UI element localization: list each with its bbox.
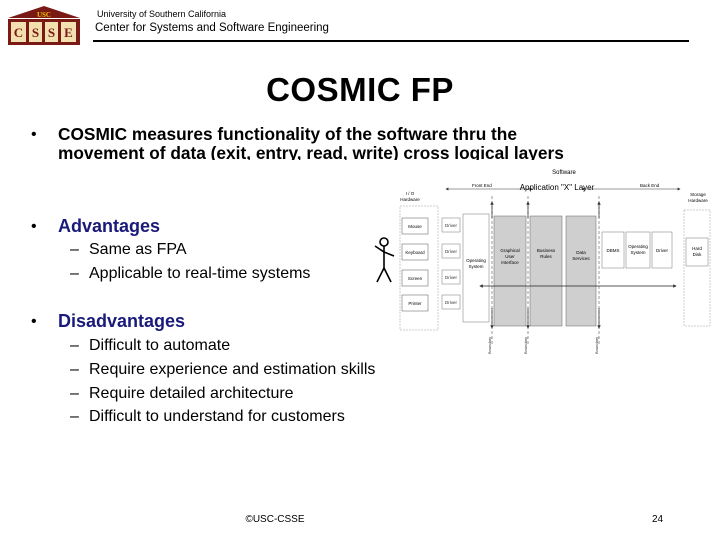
diagram-storage-label-2: Hardware xyxy=(688,198,708,203)
data-services-label-1: Data xyxy=(576,250,586,255)
header-divider xyxy=(93,40,689,42)
hard-disk-label-2: Disk xyxy=(693,252,702,257)
hard-disk-label-1: Hard xyxy=(692,246,702,251)
diagram-storage-label-1: Storage xyxy=(690,192,706,197)
gui-label-3: Interface xyxy=(501,260,519,265)
bullet-text-line1: COSMIC measures functionality of the sof… xyxy=(58,124,517,144)
slide-title: COSMIC FP xyxy=(266,71,454,108)
driver-label: Driver xyxy=(445,275,458,280)
advantage-item: Applicable to real-time systems xyxy=(89,265,311,282)
page-number: 24 xyxy=(652,514,664,525)
dbms-label: DBMS xyxy=(606,248,619,253)
device-mouse: Mouse xyxy=(408,224,422,229)
gui-label-1: Graphical xyxy=(500,248,519,253)
user-stick-figure xyxy=(374,237,395,283)
logo-usc-text: USC xyxy=(37,11,51,19)
disadvantage-item: Require experience and estimation skills xyxy=(89,361,376,378)
diagram-app-layer-label: Application "X" Layer xyxy=(520,183,595,192)
os-back-label-2: System xyxy=(630,250,645,255)
dash: – xyxy=(70,265,79,282)
boundary-label: Boundary xyxy=(594,337,599,354)
device-printer: Printer xyxy=(408,301,422,306)
bullet-text-line2: movement of data (exit, entry, read, wri… xyxy=(58,144,564,160)
dash: – xyxy=(70,337,79,354)
dash: – xyxy=(70,241,79,258)
bullet-dot: • xyxy=(31,313,37,330)
business-rules-label-1: Business xyxy=(537,248,556,253)
diagram-software-label: Software xyxy=(552,170,576,176)
os-front-label-2: System xyxy=(468,264,483,269)
disadvantage-item: Difficult to understand for customers xyxy=(89,408,345,425)
os-front-label-1: Operating xyxy=(466,258,486,263)
footer-copyright: ©USC-CSSE xyxy=(245,514,305,525)
device-screen: Screen xyxy=(408,276,423,281)
diagram-io-label-1: I / O xyxy=(406,191,415,196)
dash: – xyxy=(70,361,79,378)
business-rules-label-2: Rules xyxy=(540,254,552,259)
device-keyboard: Keyboard xyxy=(405,250,425,255)
driver-label: Driver xyxy=(445,249,458,254)
bullet-dot: • xyxy=(31,218,37,235)
diagram-back-end-label: Back End xyxy=(640,183,660,188)
driver-label: Driver xyxy=(445,300,458,305)
advantage-item: Same as FPA xyxy=(89,241,187,258)
disadvantage-item: Require detailed architecture xyxy=(89,385,294,402)
gui-label-2: User xyxy=(505,254,515,259)
dash: – xyxy=(70,385,79,402)
diagram-front-end-label: Front End xyxy=(472,183,492,188)
logo-letter-s2: S xyxy=(48,25,55,40)
disadvantage-item: Difficult to automate xyxy=(89,337,231,354)
boundary-label: Boundary xyxy=(523,337,528,354)
logo-letter-c: C xyxy=(14,25,23,40)
disadvantages-heading: Disadvantages xyxy=(58,311,186,331)
diagram-io-label-2: Hardware xyxy=(400,197,420,202)
bullet-dot: • xyxy=(31,126,37,143)
cosmic-layer-diagram: Software Front End Application "X" Layer… xyxy=(374,170,711,354)
dash: – xyxy=(70,408,79,425)
center-name: Center for Systems and Software Engineer… xyxy=(95,22,329,34)
data-services-label-2: Services xyxy=(572,256,590,261)
os-back-label-1: Operating xyxy=(628,244,648,249)
university-name: University of Southern California xyxy=(97,9,227,19)
advantages-heading: Advantages xyxy=(58,216,161,236)
driver-back-label: Driver xyxy=(656,248,669,253)
usc-csse-logo: USC C S S E xyxy=(8,6,80,45)
logo-letter-e: E xyxy=(64,25,73,40)
logo-letter-s1: S xyxy=(32,25,39,40)
driver-label: Driver xyxy=(445,223,458,228)
boundary-label: Boundary xyxy=(487,337,492,354)
